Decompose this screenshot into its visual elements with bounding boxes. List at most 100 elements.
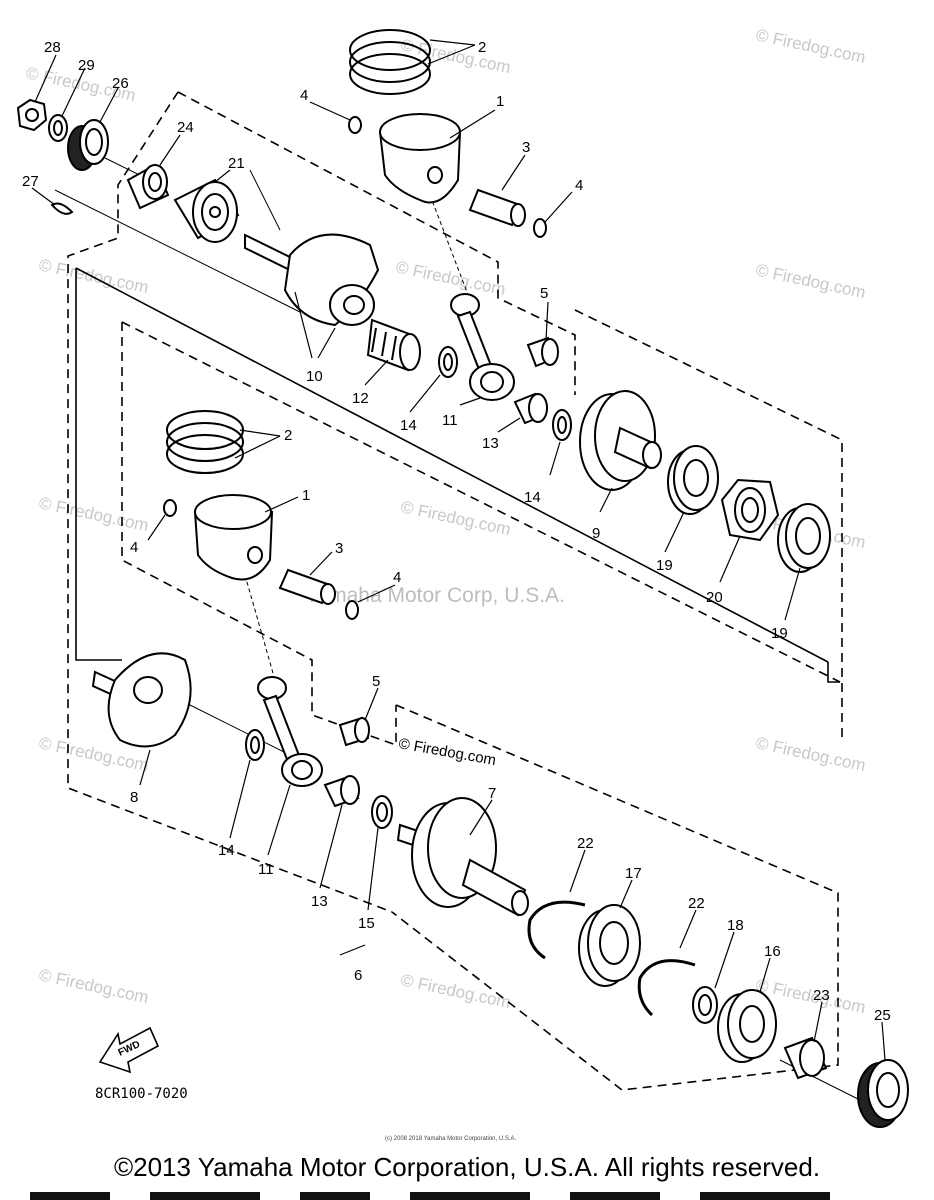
strip-segment: [410, 1192, 530, 1200]
copyright-footer: ©2013 Yamaha Motor Corporation, U.S.A. A…: [113, 1152, 821, 1182]
callout-9: 9: [592, 525, 600, 542]
callout-4-d: 4: [393, 569, 401, 586]
snap-ring-22-left: [527, 900, 586, 960]
boundary-lower-piston: [121, 322, 397, 747]
piston-1-lower: [193, 494, 274, 581]
callout-19-a: 19: [656, 557, 673, 574]
nut-28: [16, 98, 48, 132]
callout-4-c: 4: [130, 539, 138, 556]
strip-segment: [570, 1192, 660, 1200]
conrod-11-upper: [450, 293, 515, 401]
callout-19-b: 19: [771, 625, 788, 642]
parts: [16, 29, 909, 1128]
clip-4-upper-right: [533, 218, 547, 238]
clip-4-lower-right: [345, 600, 359, 620]
watermark: © Firedog.com: [399, 970, 512, 1012]
tiny-notice: (c) 2008 2018 Yamaha Motor Corporation, …: [385, 1136, 517, 1142]
callout-14-c: 14: [218, 842, 235, 859]
firedog-stamp: © Firedog.com: [397, 735, 497, 769]
piston-1-upper: [378, 113, 462, 204]
callout-10: 10: [306, 368, 323, 385]
watermark: © Firedog.com: [37, 493, 150, 535]
callout-22-b: 22: [688, 895, 705, 912]
washer-14-right: [552, 409, 572, 441]
clip-4-upper-left: [348, 116, 362, 134]
callout-22-a: 22: [577, 835, 594, 852]
crank-10: [244, 233, 380, 327]
crank-9: [579, 390, 662, 491]
line-21: [249, 169, 281, 231]
bearing-24: [126, 163, 170, 210]
cut-off-text-strip: [0, 1192, 934, 1200]
bearing-19-left: [667, 445, 719, 515]
callouts: 28 29 26 24 21 27 2 4 1 3 4 10 12 14 11 …: [22, 39, 891, 1024]
callout-1-lower: 1: [302, 487, 310, 504]
callout-28: 28: [44, 39, 61, 56]
piston-pin-3-upper: [468, 188, 526, 227]
callout-27: 27: [22, 173, 39, 190]
exploded-parts-diagram: © Firedog.com © Firedog.com © Firedog.co…: [16, 25, 909, 1142]
callout-13-lower: 13: [311, 893, 328, 910]
callout-15: 15: [358, 915, 375, 932]
strip-segment: [30, 1192, 110, 1200]
callout-5-upper: 5: [540, 285, 548, 302]
piston-pin-3-lower: [278, 568, 336, 605]
callout-5-lower: 5: [372, 673, 380, 690]
callout-18: 18: [727, 917, 744, 934]
conrod-11-lower: [257, 676, 323, 787]
seal-25: [857, 1059, 909, 1128]
callout-26: 26: [112, 75, 129, 92]
clip-4-lower-left: [163, 499, 177, 517]
callout-4-b: 4: [575, 177, 583, 194]
bearing-5-lower: [338, 716, 370, 747]
callout-21: 21: [228, 155, 245, 172]
watermark: © Firedog.com: [754, 733, 867, 775]
callout-3-upper: 3: [522, 139, 530, 156]
axis-line-upper: [54, 189, 301, 313]
callout-2-upper: 2: [478, 39, 486, 56]
frame-line: [75, 268, 122, 661]
callout-23: 23: [813, 987, 830, 1004]
watermark: © Firedog.com: [754, 260, 867, 302]
watermark: © Firedog.com: [37, 255, 150, 297]
watermark: © Firedog.com: [754, 25, 867, 67]
watermark: © Firedog.com: [399, 35, 512, 77]
center-watermark: Yamaha Motor Corp, U.S.A.: [305, 584, 565, 607]
callout-25: 25: [874, 1007, 891, 1024]
callout-20: 20: [706, 589, 723, 606]
callout-14-a: 14: [400, 417, 417, 434]
watermark: © Firedog.com: [394, 257, 507, 299]
crank-7: [396, 797, 529, 917]
watermark: © Firedog.com: [399, 497, 512, 539]
boundary-lower-crank: [391, 704, 839, 1091]
key-27: [50, 202, 74, 215]
strip-segment: [150, 1192, 260, 1200]
washer-29: [48, 114, 68, 142]
callout-1-upper: 1: [496, 93, 504, 110]
washer-14-lower: [245, 729, 265, 761]
callout-6: 6: [354, 967, 362, 984]
callout-4-a: 4: [300, 87, 308, 104]
bearing-13-upper: [513, 392, 548, 425]
callout-12: 12: [352, 390, 369, 407]
fwd-arrow-icon: FWD: [98, 1026, 160, 1074]
seal-15: [371, 795, 393, 829]
watermark: © Firedog.com: [37, 965, 150, 1007]
washer-14-upper: [438, 346, 458, 378]
boundary-right: [574, 309, 843, 742]
callout-3-lower: 3: [335, 540, 343, 557]
callout-8: 8: [130, 789, 138, 806]
piston-rings-2-upper: [349, 29, 431, 95]
callout-7: 7: [488, 785, 496, 802]
seal-20: [720, 478, 780, 542]
piston-rings-2-lower: [166, 410, 244, 474]
callout-11-lower: 11: [258, 861, 274, 878]
washer-18: [692, 986, 718, 1024]
piston-axis-lower: [244, 574, 276, 681]
callout-24: 24: [177, 119, 194, 136]
bearing-16: [717, 989, 777, 1063]
strip-segment: [700, 1192, 830, 1200]
callout-2-lower: 2: [284, 427, 292, 444]
bearing-17: [578, 904, 641, 987]
